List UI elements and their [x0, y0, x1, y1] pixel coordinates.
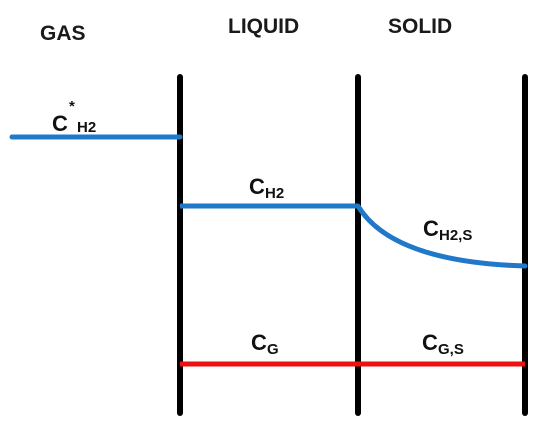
label-c-g-s-sub: G,S	[438, 341, 464, 358]
label-c-h2-sub: H2	[265, 185, 284, 202]
label-c-h2: C H2	[249, 174, 284, 202]
label-c-g-sub: G	[267, 341, 279, 358]
phase-label-gas: GAS	[40, 22, 86, 45]
label-c-h2-s-sub: H2,S	[439, 227, 472, 244]
label-c-g-s-main: C	[422, 330, 438, 355]
label-c-star-h2-sub: H2	[77, 119, 96, 136]
label-c-h2-main: C	[249, 174, 265, 199]
label-c-g-s: C G,S	[422, 330, 464, 358]
label-c-g-main: C	[251, 330, 267, 355]
h2-solid-profile-curve	[355, 203, 528, 269]
label-c-star-h2: C * H2	[52, 98, 96, 136]
phase-label-solid: SOLID	[388, 15, 452, 38]
label-c-h2-s: C H2,S	[423, 216, 472, 244]
phase-label-liquid: LIQUID	[228, 15, 299, 38]
label-c-star-h2-sup: *	[69, 98, 75, 115]
label-c-g: C G	[251, 330, 279, 358]
label-c-star-h2-main: C	[52, 111, 68, 136]
label-c-h2-s-main: C	[423, 216, 439, 241]
